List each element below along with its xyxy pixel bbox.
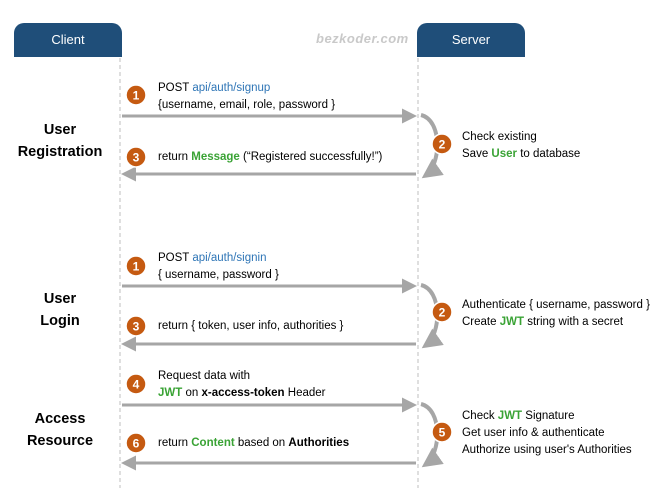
acc-step4-suffix: Header [284,387,326,399]
section-access-line1: Access [34,411,86,427]
step-circle-log-1 [125,255,147,277]
step-circle-acc-4 [125,373,147,395]
acc-step5-prefix: Check [462,410,498,422]
reg-step3-text: return Message (“Registered successfully… [158,149,382,166]
section-login: User Login [5,288,115,332]
reg-step1-text: POST api/auth/signup {username, email, r… [158,80,335,114]
section-login-line2: Login [40,313,80,329]
watermark: bezkoder.com [316,31,409,46]
section-access-line2: Resource [26,433,94,449]
reg-step2-highlight: User [491,148,517,160]
step-circle-log-3 [125,315,147,337]
acc-step6-text: return Content based on Authorities [158,435,349,452]
reg-step3-suffix: (“Registered successfully!”) [239,151,383,163]
log-step1-payload: { username, password } [158,269,279,281]
acc-step4-line1: Request data with [158,370,251,382]
log-step1-endpoint: api/auth/signin [192,252,267,264]
step-num-acc-4: 4 [133,378,140,392]
log-step2-suffix: string with a secret [524,316,624,328]
step-circle-reg-1 [125,84,147,106]
reg-step3-highlight: Message [191,151,240,163]
section-registration: User Registration [5,119,115,163]
acc-step5-line2: Get user info & authenticate [462,427,605,439]
acc-step4-bold: x-access-token [201,387,285,399]
step-num-log-1: 1 [133,260,140,274]
step-circle-log-2 [431,301,453,323]
reg-step2-suffix: to database [517,148,581,160]
acc-step6-prefix: return [158,437,192,449]
log-step1-text: POST api/auth/signin { username, passwor… [158,250,279,284]
step-num-reg-1: 1 [133,89,140,103]
acc-step5-text: Check JWT Signature Get user info & auth… [462,408,632,459]
acc-step5-highlight: JWT [497,410,523,422]
server-header: Server [417,23,525,57]
step-circle-acc-6 [125,432,147,454]
acc-step6-bold: Authorities [288,437,350,449]
acc-step4-highlight: JWT [158,387,183,399]
reg-step1-method: POST [158,82,193,94]
acc-step6-highlight: Content [191,437,235,449]
log-step2-prefix: Create [462,316,500,328]
reg-step1-endpoint: api/auth/signup [192,82,271,94]
log-step3-text: return { token, user info, authorities } [158,320,344,332]
log-step2-line1: Authenticate { username, password } [462,299,650,311]
section-registration-line2: Registration [17,144,103,160]
section-registration-line1: User [43,122,77,138]
acc-step6-mid: based on [234,437,289,449]
acc-step5-line3: Authorize using user's Authorities [462,444,632,456]
acc-step4-text: Request data with JWT on x-access-token … [158,368,326,402]
log-step2-text: Authenticate { username, password } Crea… [462,297,650,331]
step-circle-reg-2 [431,133,453,155]
step-num-log-2: 2 [439,306,446,320]
step-num-acc-6: 6 [133,437,140,451]
step-num-log-3: 3 [133,320,140,334]
step-circle-acc-5 [431,421,453,443]
log-step1-method: POST [158,252,193,264]
reg-step1-payload: {username, email, role, password } [158,99,336,111]
section-login-line1: User [43,291,77,307]
client-header: Client [14,23,122,57]
acc-step5-suffix: Signature [522,410,575,422]
step-num-reg-3: 3 [133,151,140,165]
log-step2-highlight: JWT [499,316,524,328]
reg-step3-prefix: return [158,151,192,163]
step-num-acc-5: 5 [439,426,446,440]
reg-step2-text: Check existing Save User to database [462,129,580,163]
reg-step2-prefix: Save [462,148,492,160]
acc-step4-mid: on [182,387,202,399]
section-access: Access Resource [5,408,115,452]
step-num-reg-2: 2 [439,138,446,152]
reg-step2-line1: Check existing [462,131,537,143]
step-circle-reg-3 [125,146,147,168]
